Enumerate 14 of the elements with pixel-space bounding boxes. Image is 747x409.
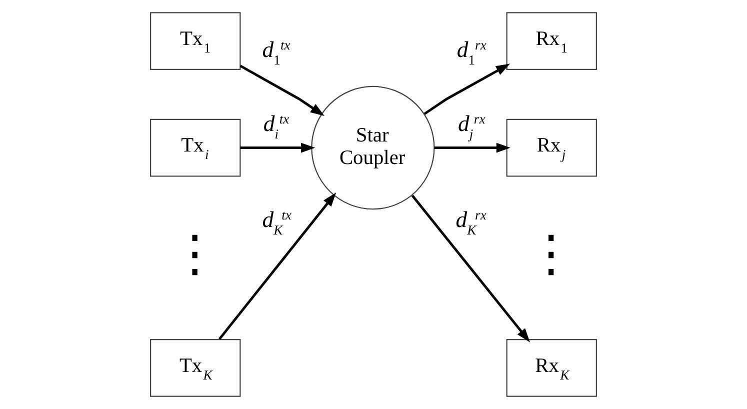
arrow bbox=[411, 194, 530, 342]
label: ⋮ bbox=[170, 224, 220, 283]
node-box: Rx$_{K}$ bbox=[506, 338, 598, 397]
node-box: Tx$_{1}$ bbox=[150, 12, 241, 70]
arrow bbox=[240, 142, 316, 153]
arrow bbox=[218, 192, 336, 340]
arrow bbox=[434, 142, 510, 153]
node-box: Rx$_{1}$ bbox=[506, 12, 598, 70]
arrow bbox=[424, 64, 510, 115]
arrow bbox=[240, 64, 324, 116]
node-box: Tx$_{K}$ bbox=[150, 338, 241, 397]
node-box: Rx$_{j}$ bbox=[506, 118, 598, 177]
node-box: Tx$_{i}$ bbox=[150, 118, 241, 177]
label: ⋮ bbox=[526, 224, 576, 283]
